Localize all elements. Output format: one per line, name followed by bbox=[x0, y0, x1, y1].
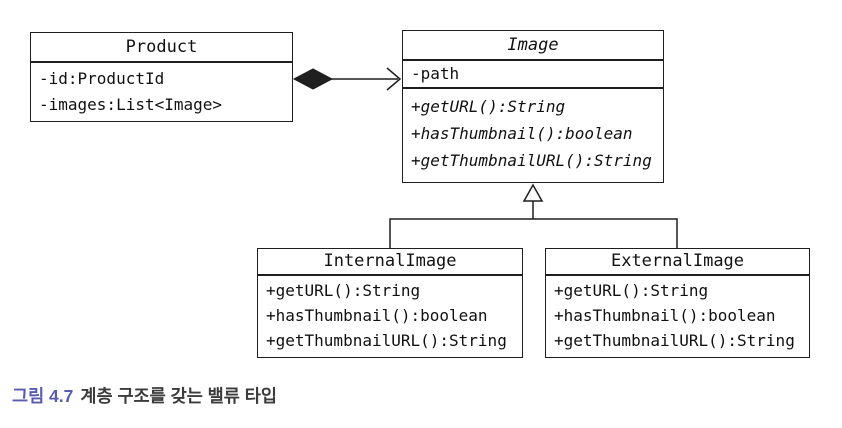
class-method: +hasThumbnail():boolean bbox=[266, 306, 488, 325]
class-box-image: Image -path +getURL():String +hasThumbna… bbox=[402, 30, 664, 183]
compartment-divider bbox=[403, 87, 663, 89]
figure-caption-text: 계층 구조를 갖는 밸류 타입 bbox=[80, 386, 277, 406]
class-title: ExternalImage bbox=[610, 251, 745, 271]
open-arrowhead-icon bbox=[386, 67, 402, 91]
class-method: +getURL():String bbox=[266, 281, 421, 300]
compartment-divider bbox=[403, 59, 663, 61]
inheritance-triangle-icon bbox=[522, 183, 544, 202]
class-attribute: -path bbox=[411, 64, 460, 83]
method-compartment: +getURL():String +hasThumbnail():boolean… bbox=[258, 276, 522, 357]
class-box-internal-image: InternalImage +getURL():String +hasThumb… bbox=[257, 248, 523, 358]
class-method: +getURL():String bbox=[411, 97, 566, 116]
compartment-divider bbox=[546, 274, 809, 276]
composition-diamond-icon bbox=[292, 68, 334, 90]
generalization-branch-line bbox=[389, 218, 678, 248]
class-method: +getThumbnailURL():String bbox=[266, 331, 507, 350]
class-title: Product bbox=[125, 37, 198, 57]
attribute-compartment: -id:ProductId -images:List<Image> bbox=[31, 63, 292, 118]
attribute-compartment: -path bbox=[403, 61, 663, 87]
class-attribute: -images:List<Image> bbox=[39, 95, 223, 114]
class-method: +getThumbnailURL():String bbox=[411, 151, 652, 170]
class-box-external-image: ExternalImage +getURL():String +hasThumb… bbox=[545, 248, 810, 358]
compartment-divider bbox=[31, 61, 292, 63]
method-compartment: +getURL():String +hasThumbnail():boolean… bbox=[546, 276, 809, 357]
class-method: +hasThumbnail():boolean bbox=[554, 306, 776, 325]
figure-caption-number: 그림 4.7 bbox=[12, 386, 74, 406]
class-title: Image bbox=[507, 35, 559, 55]
class-method: +hasThumbnail():boolean bbox=[411, 124, 633, 143]
figure-caption: 그림 4.7 계층 구조를 갖는 밸류 타입 bbox=[12, 383, 277, 408]
class-method: +getThumbnailURL():String bbox=[554, 331, 795, 350]
class-attribute: -id:ProductId bbox=[39, 69, 165, 88]
class-method: +getURL():String bbox=[554, 281, 709, 300]
class-box-product: Product -id:ProductId -images:List<Image… bbox=[30, 32, 293, 122]
compartment-divider bbox=[258, 274, 522, 276]
class-title: InternalImage bbox=[323, 251, 457, 271]
method-compartment: +getURL():String +hasThumbnail():boolean… bbox=[403, 89, 663, 182]
